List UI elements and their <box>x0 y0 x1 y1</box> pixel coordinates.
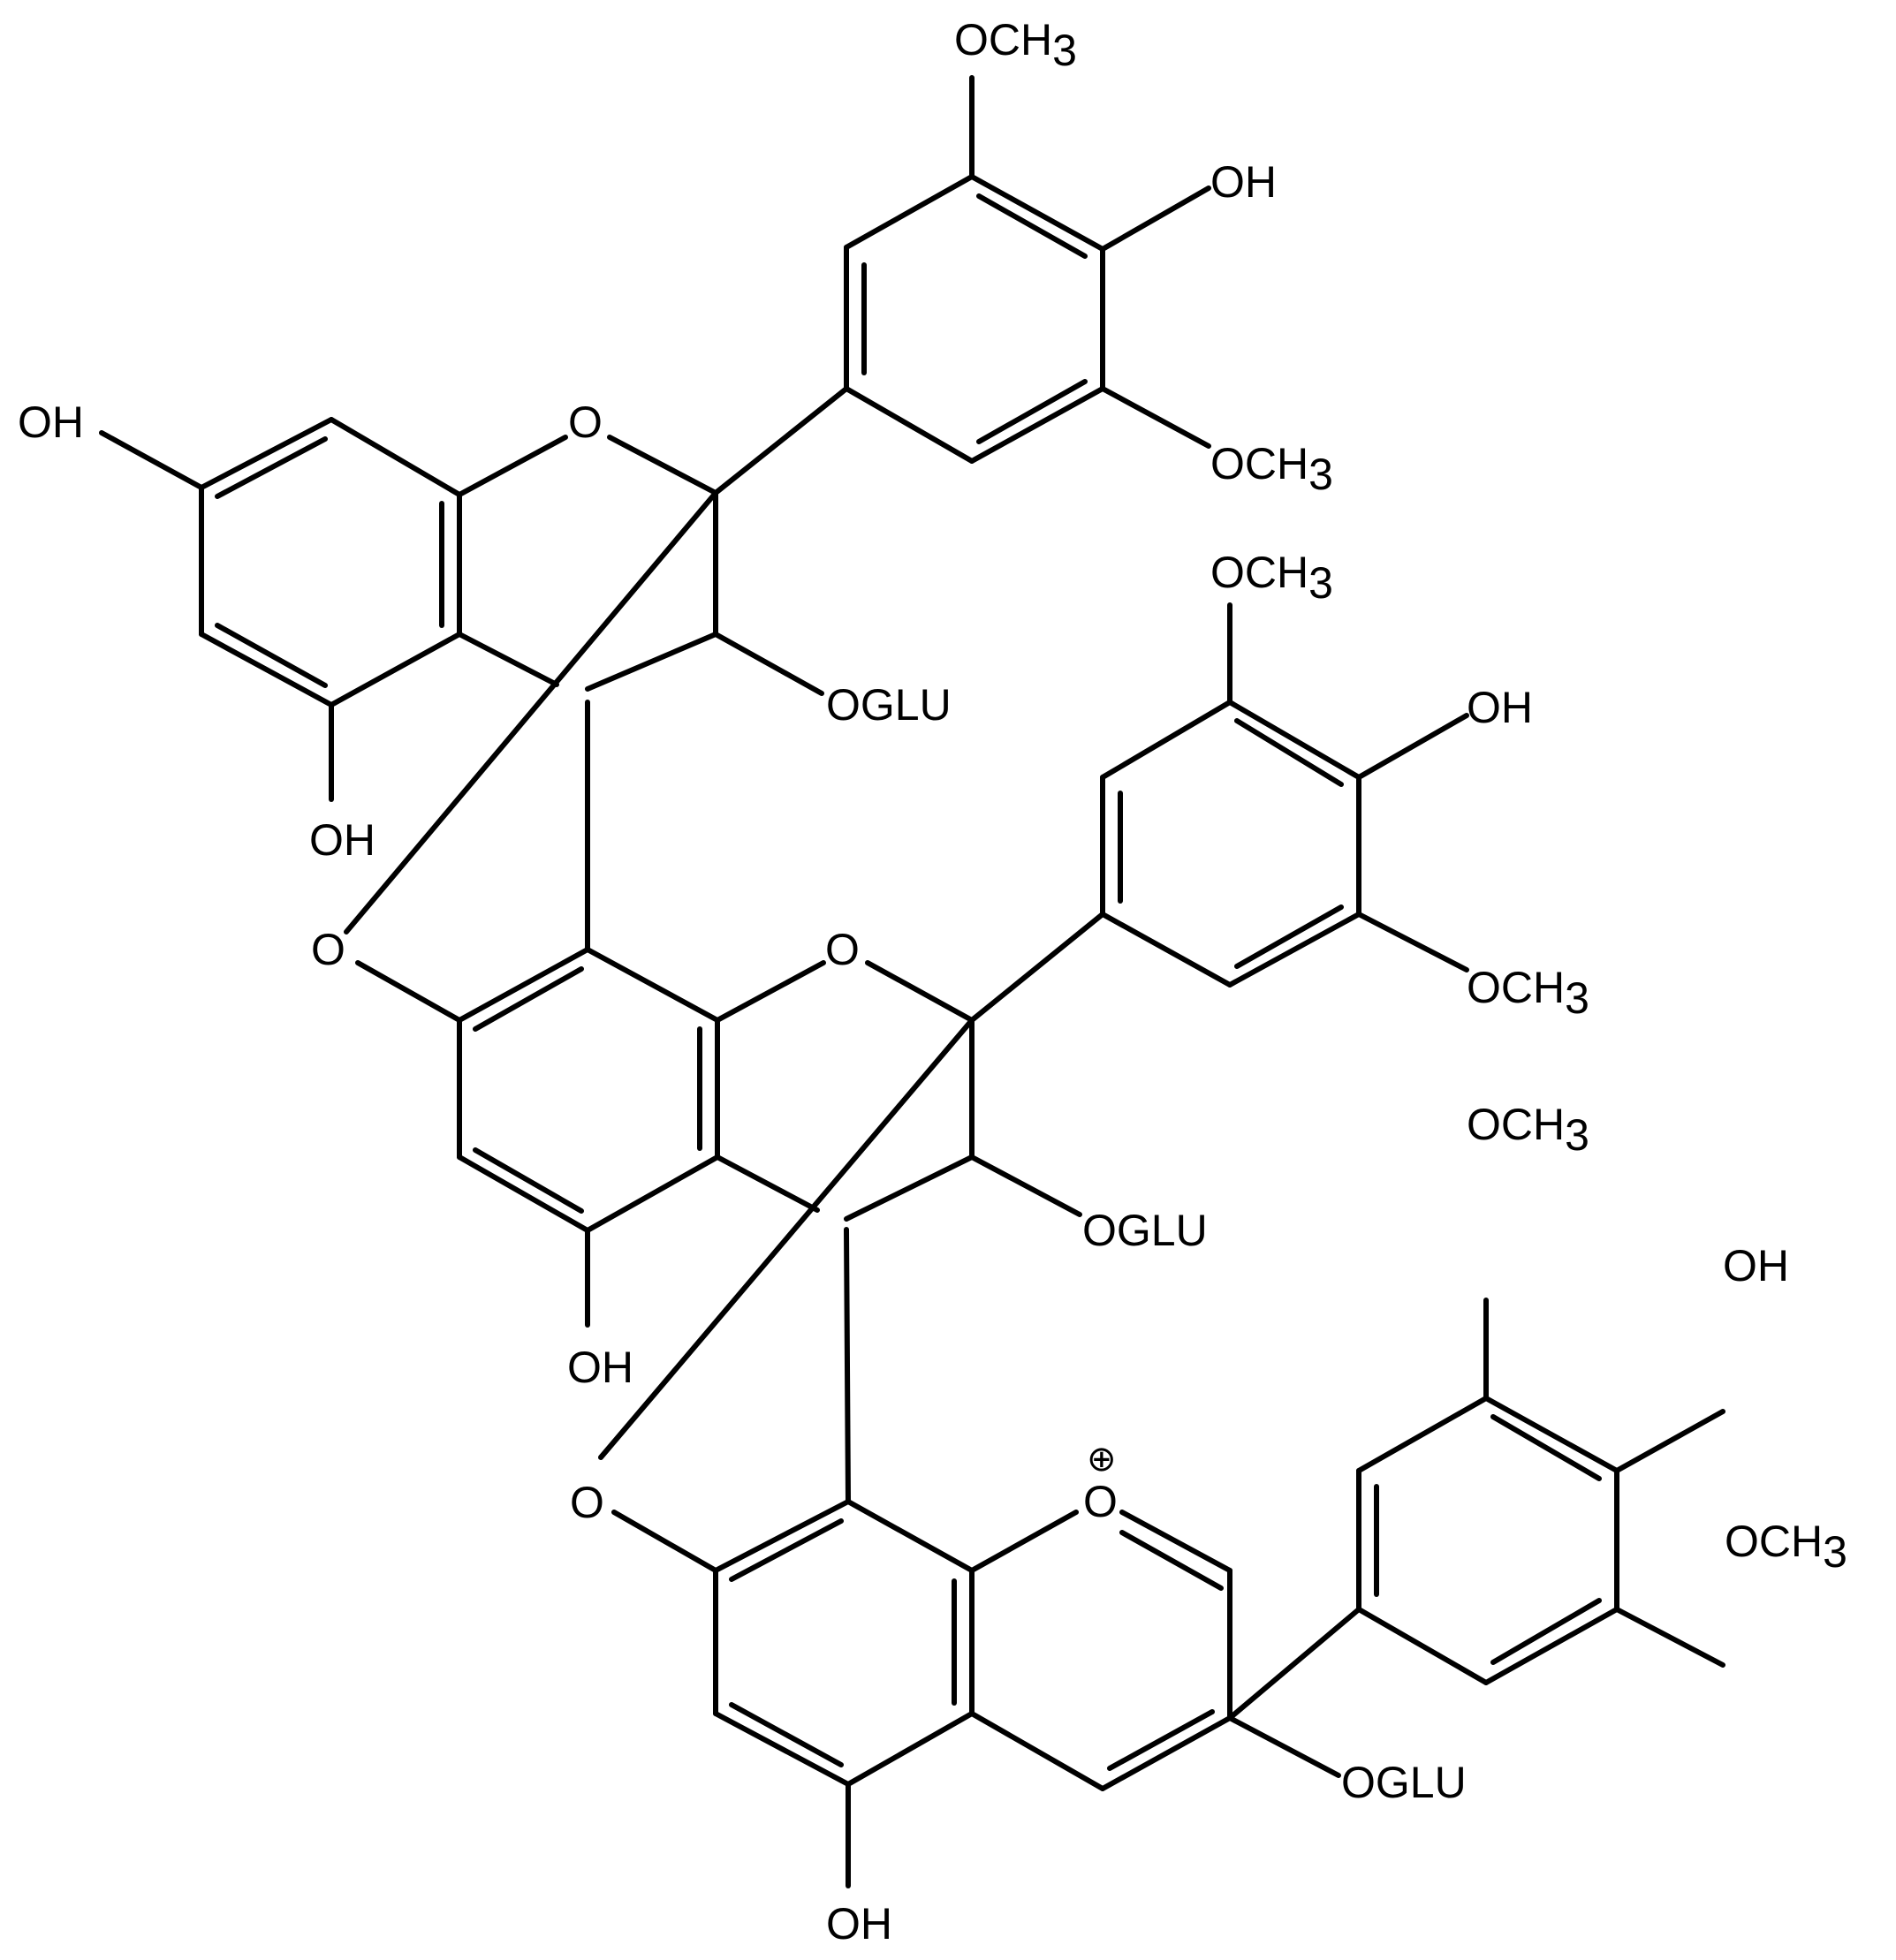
och3-label-middle-b-ring-lower: OCH3 <box>1467 963 1589 1023</box>
atom-labels: OCH3 OH OCH3 OH O OGLU OH OCH3 OH OCH3 O… <box>18 15 1847 1949</box>
positive-charge-symbol: ⊕ <box>1087 1440 1117 1479</box>
och3-label-middle-b-ring-upper: OCH3 <box>1210 548 1333 608</box>
ring-oxygen-top: O <box>568 397 603 447</box>
oglu-label-top: OGLU <box>826 680 952 730</box>
flavylium-oxygen: O <box>1083 1477 1118 1526</box>
bond-lines <box>99 75 1725 1888</box>
och3-label-top-b-ring-lower: OCH3 <box>1210 439 1333 499</box>
oh-label-middle-a-ring: OH <box>567 1343 633 1392</box>
oh-label-top-a-ring: OH <box>309 815 375 865</box>
oh-label-top-b-ring: OH <box>1210 157 1277 207</box>
bridge-oxygen-top: O <box>311 925 345 974</box>
oh-label-bottom: OH <box>826 1899 892 1949</box>
och3-label-bottom-b-ring-upper: OCH3 <box>1467 1100 1589 1160</box>
och3-label-top-b-ring-upper: OCH3 <box>954 15 1077 75</box>
oh-label-middle-b-ring: OH <box>1467 683 1533 732</box>
ring-oxygen-middle: O <box>825 925 860 974</box>
oh-label-bottom-b-ring: OH <box>1723 1241 1789 1290</box>
oglu-label-bottom: OGLU <box>1341 1758 1467 1807</box>
bridge-oxygen-bottom: O <box>570 1478 604 1527</box>
oh-label-top-left: OH <box>18 397 84 447</box>
oglu-label-middle: OGLU <box>1082 1206 1208 1255</box>
och3-label-bottom-b-ring-lower: OCH3 <box>1725 1517 1847 1577</box>
